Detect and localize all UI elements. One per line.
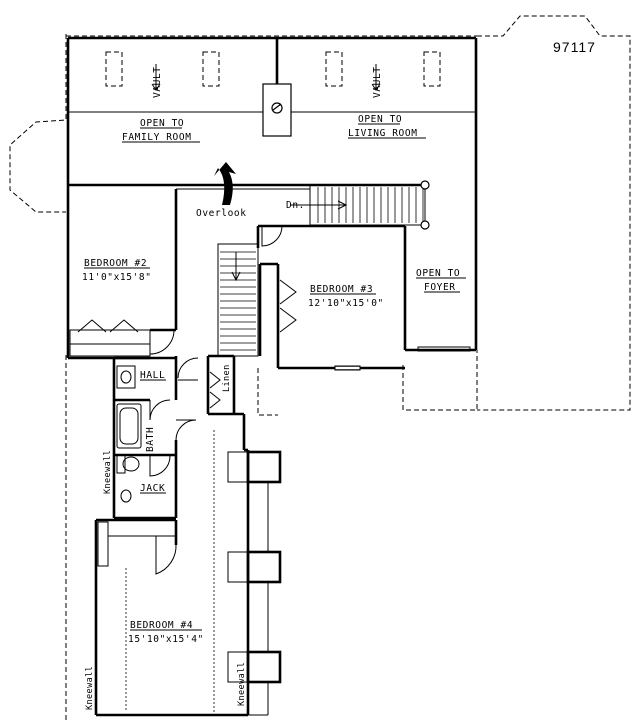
bath-label: BATH — [145, 427, 156, 452]
open-to-living-room-line1: OPEN TO — [358, 114, 402, 125]
overlook-label: Overlook — [196, 208, 247, 219]
stair-down-label: Dn. — [286, 200, 305, 211]
bedroom-2-name: BEDROOM #2 — [84, 258, 147, 269]
open-to-foyer-line1: OPEN TO — [416, 268, 460, 279]
upper-walls — [66, 36, 478, 350]
kneewall-label-bottom-right: Kneewall — [237, 662, 247, 706]
stair-center — [217, 243, 259, 357]
open-to-family-room-line2: FAMILY ROOM — [122, 132, 192, 143]
bedroom-3-name: BEDROOM #3 — [310, 284, 373, 295]
bedroom-2-size: 11'0"x15'8" — [82, 272, 152, 283]
kneewall-label-bottom-left: Kneewall — [85, 666, 95, 710]
open-to-family-room-line1: OPEN TO — [140, 118, 184, 129]
linen-label: Linen — [222, 364, 232, 392]
jack-label: JACK — [140, 483, 165, 494]
bedroom-3-size: 12'10"x15'0" — [308, 298, 384, 309]
bedroom-4-walls — [94, 414, 282, 717]
roof-outline — [9, 15, 631, 720]
open-to-living-room-line2: LIVING ROOM — [348, 128, 418, 139]
bedroom-4-size: 15'10"x15'4" — [128, 634, 204, 645]
vault-skylights — [105, 51, 441, 87]
vault-label-right: VAULT — [372, 66, 383, 98]
hall-bath-walls — [112, 354, 244, 520]
bedroom-4-name: BEDROOM #4 — [130, 620, 193, 631]
hall-label: HALL — [140, 370, 165, 381]
bedroom-3-walls — [256, 224, 476, 371]
overlook-arrow — [214, 162, 236, 205]
open-to-foyer-line2: FOYER — [424, 282, 456, 293]
vault-label-left: VAULT — [152, 66, 163, 98]
kneewall-label-bath: Kneewall — [103, 450, 113, 494]
stair-upper — [290, 180, 430, 230]
plan-number: 97117 — [553, 39, 596, 55]
